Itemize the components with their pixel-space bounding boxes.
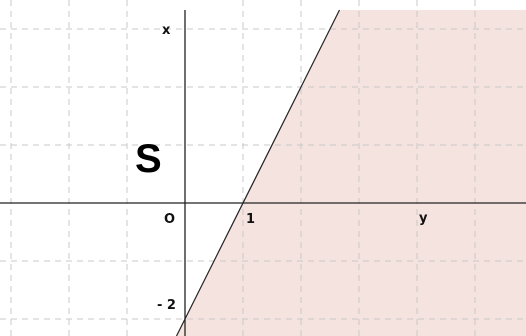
shaded-region-s [176, 10, 526, 336]
vertical-axis-label: x [162, 23, 171, 38]
region-label: S [135, 137, 162, 181]
tick-label-one: 1 [246, 212, 255, 227]
horizontal-axis-label: y [419, 211, 428, 226]
boundary-line [175, 9, 341, 336]
origin-label: O [164, 212, 175, 227]
tick-label-minus-two: - 2 [157, 298, 176, 313]
